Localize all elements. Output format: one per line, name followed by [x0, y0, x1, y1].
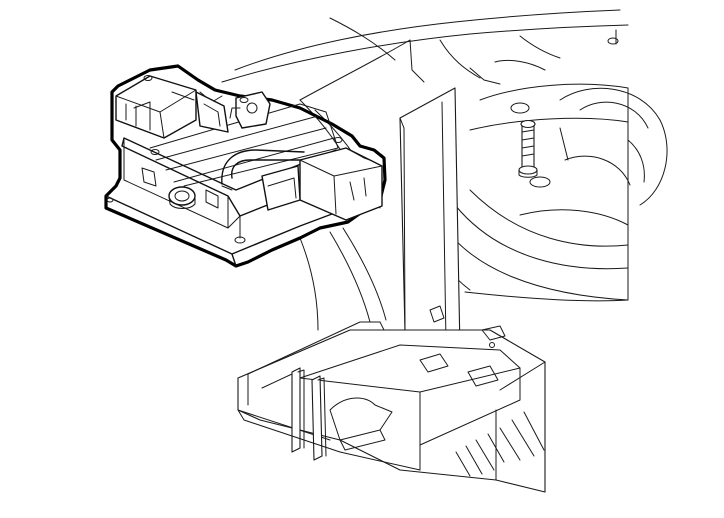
wiring-connector-right: [221, 147, 383, 221]
mounting-hole-corner: [234, 236, 246, 244]
mounting-stud: [518, 119, 538, 178]
mounting-hole-front: [168, 186, 196, 209]
wiring-connector-left: [115, 75, 271, 139]
mounting-bracket: [237, 87, 546, 493]
screw-head: [143, 75, 153, 81]
control-module: [104, 64, 387, 268]
background-assembly: [221, 9, 668, 331]
